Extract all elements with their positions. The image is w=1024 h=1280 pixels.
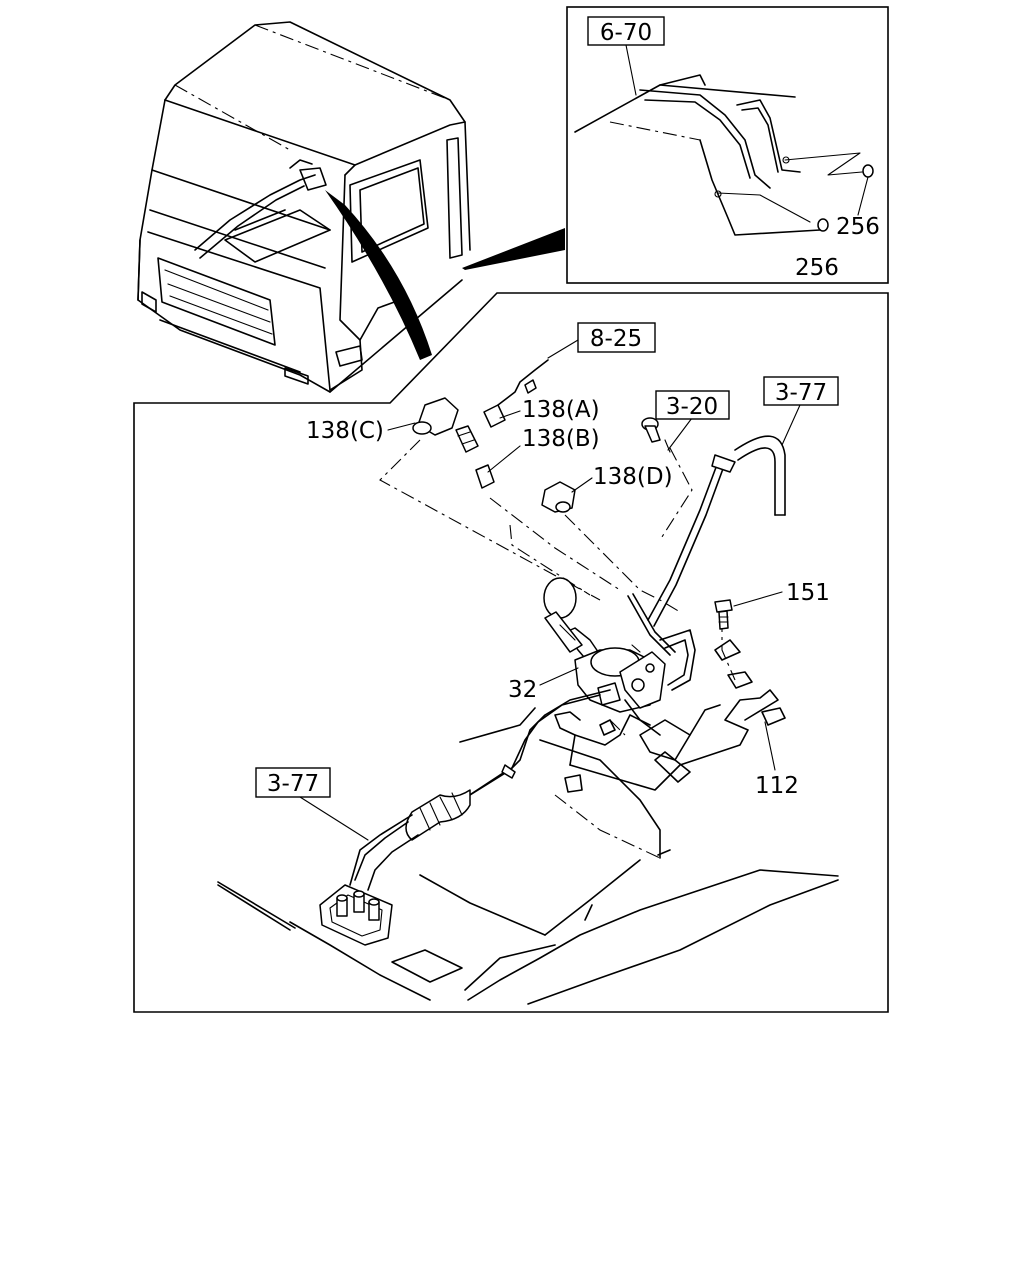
ref-8-25-label: 8-25 bbox=[590, 326, 642, 352]
part-256-label-b[interactable]: 256 bbox=[795, 255, 839, 281]
part-151-label[interactable]: 151 bbox=[786, 580, 830, 606]
leader-138d bbox=[571, 477, 593, 493]
ref-3-77-bottom[interactable]: 3-77 bbox=[255, 767, 331, 798]
leader-138a bbox=[499, 410, 521, 419]
leader-138c bbox=[387, 422, 416, 431]
part-112-label[interactable]: 112 bbox=[755, 773, 799, 799]
part-138a-label[interactable]: 138(A) bbox=[522, 397, 600, 423]
leader-151 bbox=[733, 591, 783, 607]
inset-bracket-detail bbox=[574, 74, 874, 236]
ref-3-77-top[interactable]: 3-77 bbox=[763, 376, 839, 406]
main-assembly-illustration bbox=[217, 359, 839, 1005]
ref-6-70-label: 6-70 bbox=[600, 20, 652, 46]
ref-3-77-top-label: 3-77 bbox=[775, 380, 827, 406]
detail-inset-frame bbox=[566, 6, 889, 284]
leader-3-77-top bbox=[781, 404, 801, 446]
part-256-label-a[interactable]: 256 bbox=[836, 214, 880, 240]
part-32-label[interactable]: 32 bbox=[508, 677, 537, 703]
leader-112 bbox=[764, 721, 776, 771]
ref-3-77-bottom-label: 3-77 bbox=[267, 771, 319, 797]
ref-6-70[interactable]: 6-70 bbox=[587, 16, 665, 46]
part-138d-label[interactable]: 138(D) bbox=[593, 464, 673, 490]
truck-cab-illustration bbox=[137, 21, 565, 393]
ref-3-20[interactable]: 3-20 bbox=[655, 390, 730, 420]
ref-8-25[interactable]: 8-25 bbox=[577, 322, 656, 353]
part-138c-label[interactable]: 138(C) bbox=[306, 418, 384, 444]
ref-3-20-label: 3-20 bbox=[666, 394, 718, 420]
leader-3-77-bottom bbox=[299, 796, 369, 841]
leader-138b bbox=[487, 445, 521, 473]
main-view-frame bbox=[133, 292, 889, 1013]
leader-8-25 bbox=[547, 339, 579, 359]
part-138b-label[interactable]: 138(B) bbox=[522, 426, 600, 452]
leader-32 bbox=[539, 667, 579, 686]
leader-3-20 bbox=[667, 417, 693, 451]
